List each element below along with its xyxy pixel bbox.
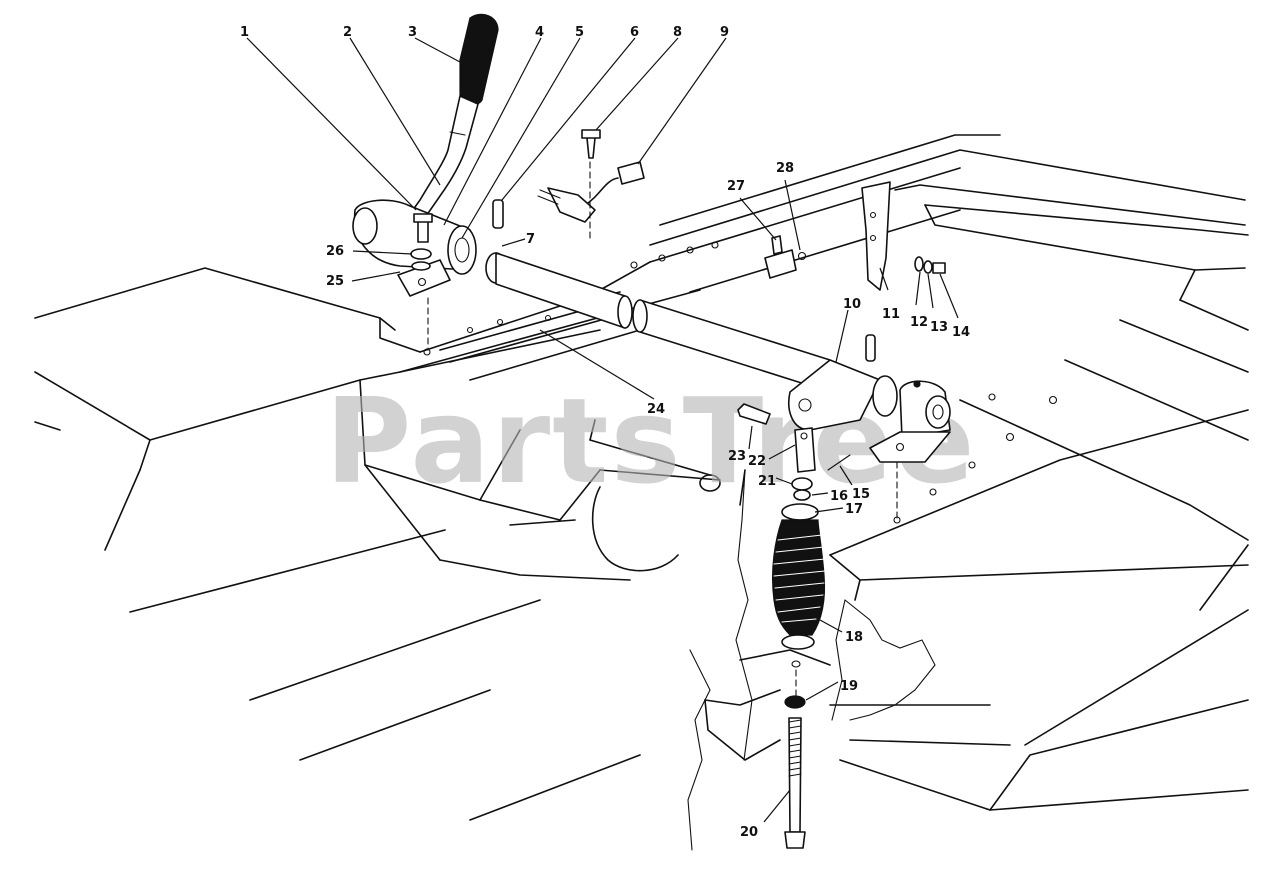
callout-3: 3 — [408, 25, 417, 40]
callout-10: 10 — [843, 297, 861, 312]
callout-13: 13 — [930, 320, 948, 335]
callout-15: 15 — [852, 487, 870, 502]
callout-24: 24 — [647, 402, 665, 417]
spring-bottom-washer — [781, 634, 815, 650]
leader-lines — [246, 37, 959, 823]
washer-part-26 — [410, 248, 432, 260]
callout-23: 23 — [728, 449, 746, 464]
washer-part-12 — [914, 256, 924, 272]
callout-26: 26 — [326, 244, 344, 259]
spring-washer-part-17 — [781, 503, 819, 521]
handle-grip — [459, 13, 499, 105]
callout-5: 5 — [575, 25, 584, 40]
clevis-part-22 — [794, 427, 816, 473]
long-bolt-part-20 — [784, 717, 806, 849]
compression-spring-part-18 — [772, 519, 826, 636]
callout-9: 9 — [720, 25, 729, 40]
washer-part-16 — [793, 489, 811, 501]
cotter-pin-part-15 — [827, 454, 851, 471]
callout-7: 7 — [526, 232, 535, 247]
parts — [352, 13, 951, 849]
switch-block-part-27 — [764, 249, 797, 279]
callout-27: 27 — [727, 179, 745, 194]
callout-14: 14 — [952, 325, 970, 340]
washer-part-19 — [784, 695, 806, 709]
callout-19: 19 — [840, 679, 858, 694]
callout-4: 4 — [535, 25, 544, 40]
rivet-holes — [423, 241, 1058, 524]
callout-numbers: 1 2 3 4 5 6 7 8 9 10 11 12 13 14 15 16 1… — [240, 25, 970, 840]
callout-18: 18 — [845, 630, 863, 645]
callout-16: 16 — [830, 489, 848, 504]
callout-8: 8 — [673, 25, 682, 40]
callout-6: 6 — [630, 25, 639, 40]
washer-part-13 — [923, 260, 933, 274]
callout-17: 17 — [845, 502, 863, 517]
callout-28: 28 — [776, 161, 794, 176]
callout-2: 2 — [343, 25, 352, 40]
roll-pin-right — [865, 334, 876, 362]
callout-22: 22 — [748, 454, 766, 469]
callout-12: 12 — [910, 315, 928, 330]
jam-nut-part-21 — [791, 477, 813, 491]
callout-21: 21 — [758, 474, 776, 489]
callout-25: 25 — [326, 274, 344, 289]
bolt-part-1 — [413, 213, 433, 243]
callout-11: 11 — [882, 307, 900, 322]
clevis-pin-part-23 — [737, 403, 771, 425]
screw-part-8 — [581, 129, 601, 159]
safety-switch — [617, 161, 645, 185]
callout-20: 20 — [740, 825, 758, 840]
nut-part-14 — [932, 262, 946, 274]
callout-1: 1 — [240, 25, 249, 40]
roll-pin-part-6 — [492, 199, 504, 229]
side-bracket-part-11 — [861, 181, 891, 291]
